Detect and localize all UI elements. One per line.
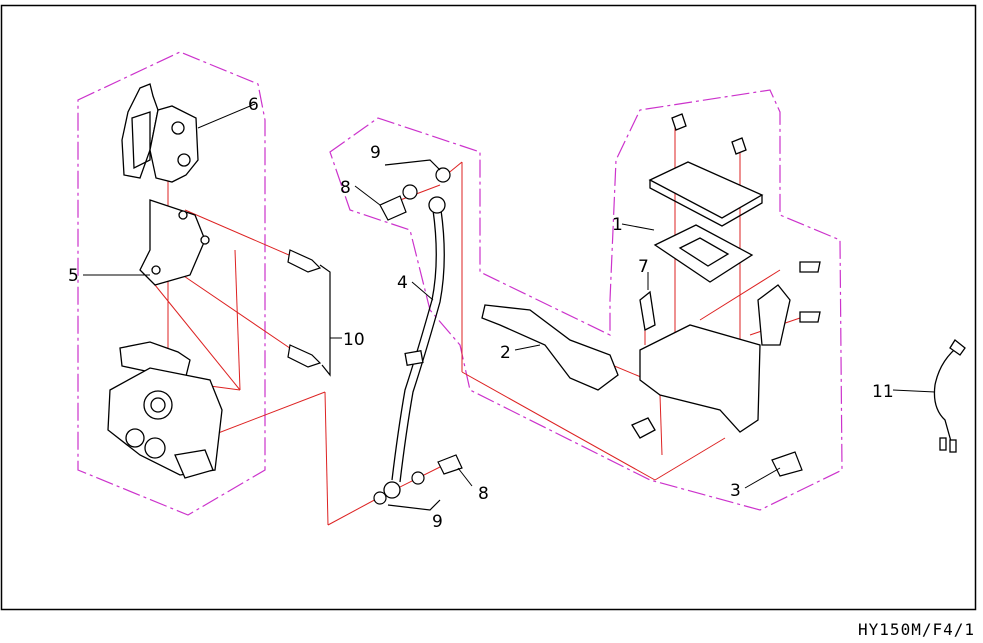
hose-group-outline	[329, 89, 843, 511]
brake-pads-part	[121, 83, 199, 183]
callout-11: 11	[872, 382, 894, 402]
callout-2: 2	[500, 343, 511, 363]
caliper-bolts-part	[287, 249, 331, 377]
group-outlines	[77, 51, 843, 516]
callout-9-top: 9	[370, 143, 381, 163]
callout-6: 6	[248, 95, 259, 115]
callout-1: 1	[612, 215, 623, 235]
callout-8-top: 8	[340, 178, 351, 198]
master-cylinder-part	[631, 113, 821, 439]
banjo-bolt-and-washers	[373, 159, 463, 511]
brake-hose-part	[383, 196, 446, 499]
drawing-border	[0, 4, 977, 611]
callout-3: 3	[730, 481, 741, 501]
caliper-part	[107, 199, 223, 479]
callout-10: 10	[343, 330, 365, 350]
callout-8-bottom: 8	[478, 484, 489, 504]
leader-lines	[83, 103, 936, 489]
callout-7: 7	[638, 257, 649, 277]
brake-lever-part	[481, 304, 619, 391]
caliper-group-outline	[77, 51, 266, 516]
brake-switch-part	[933, 339, 966, 453]
pivot-cover-part	[771, 451, 803, 477]
drawing-code: HY150M/F4/1	[858, 620, 975, 639]
callout-4: 4	[397, 273, 408, 293]
callout-9-bottom: 9	[432, 512, 443, 532]
callout-5: 5	[68, 266, 79, 286]
